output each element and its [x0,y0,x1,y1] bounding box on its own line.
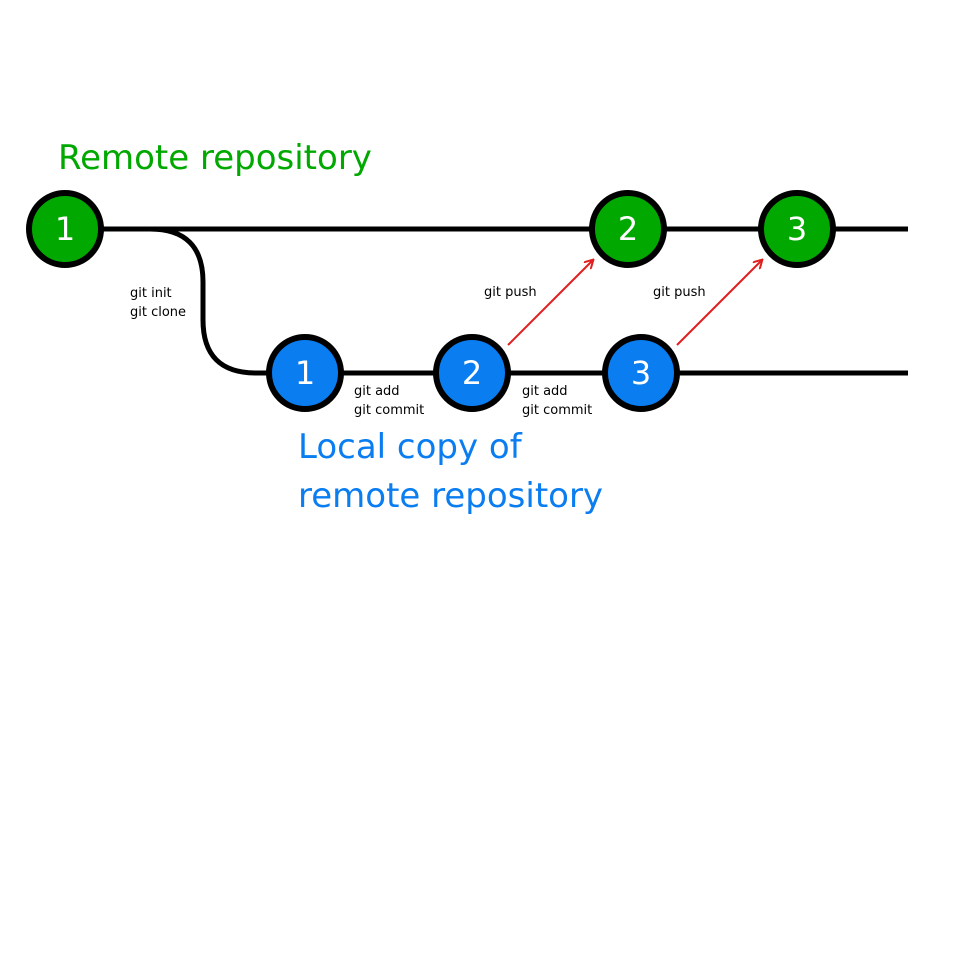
local-node-3-label: 3 [631,354,651,392]
clone-label-line2: git clone [130,305,186,320]
local-commit-node-2: 2 [433,334,511,412]
commit-label-1-line1: git add [354,384,400,399]
push-arrow-2 [676,261,761,346]
local-commit-node-1: 1 [266,334,344,412]
push-label-2: git push [653,285,706,300]
remote-node-3-label: 3 [787,210,807,248]
local-copy-title-line2: remote repository [298,476,603,516]
clone-curve [149,226,305,376]
local-commit-node-3: 3 [602,334,680,412]
remote-commit-node-3: 3 [758,190,836,268]
local-node-2-label: 2 [462,354,482,392]
remote-commit-node-1: 1 [26,190,104,268]
push-arrow-1 [507,261,592,346]
remote-node-1-label: 1 [55,210,75,248]
remote-repository-title: Remote repository [58,138,372,178]
commit-label-2-line2: git commit [522,403,592,418]
local-copy-title-line1: Local copy of [298,427,523,467]
clone-label-line1: git init [130,286,172,301]
push-label-1: git push [484,285,537,300]
remote-commit-node-2: 2 [589,190,667,268]
remote-node-2-label: 2 [618,210,638,248]
commit-label-1-line2: git commit [354,403,424,418]
commit-label-2-line1: git add [522,384,568,399]
local-node-1-label: 1 [295,354,315,392]
